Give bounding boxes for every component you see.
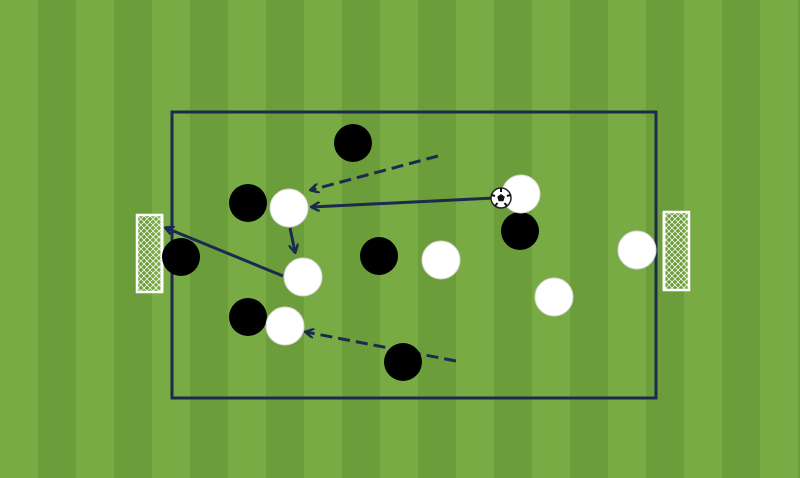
shot-arrow — [166, 228, 284, 278]
grass-stripe — [38, 0, 76, 478]
player-black-6 — [229, 298, 267, 336]
grass-stripe — [266, 0, 304, 478]
grass-stripe — [570, 0, 608, 478]
right-goal — [662, 210, 691, 292]
players-layer — [162, 124, 657, 381]
player-white-2 — [283, 257, 323, 297]
run-arrow-2 — [306, 332, 457, 363]
pass-arrow-1 — [312, 196, 495, 207]
player-white-3 — [421, 240, 461, 280]
grass-stripe — [228, 0, 266, 478]
grass-stripe — [76, 0, 114, 478]
player-black-7 — [384, 343, 422, 381]
grass-stripe — [304, 0, 342, 478]
player-white-1 — [269, 188, 309, 228]
grass-stripe — [722, 0, 760, 478]
grass-stripe — [418, 0, 456, 478]
run-arrow-1 — [311, 154, 439, 190]
grass-stripe — [532, 0, 570, 478]
player-white-5 — [617, 230, 657, 270]
grass-stripe — [760, 0, 798, 478]
movement-arrows — [166, 154, 495, 363]
soccer-ball-icon — [490, 187, 512, 209]
player-black-2 — [229, 184, 267, 222]
grass-stripe — [456, 0, 494, 478]
grass-stripe — [798, 0, 800, 478]
player-black-4 — [360, 237, 398, 275]
grass-stripe — [684, 0, 722, 478]
left-goal — [135, 213, 164, 294]
player-white-7 — [265, 306, 305, 346]
player-black-1 — [334, 124, 372, 162]
player-white-6 — [534, 277, 574, 317]
grass-stripe — [0, 0, 38, 478]
player-black-3 — [162, 238, 200, 276]
player-black-5 — [501, 212, 539, 250]
pass-arrow-2 — [290, 227, 295, 252]
